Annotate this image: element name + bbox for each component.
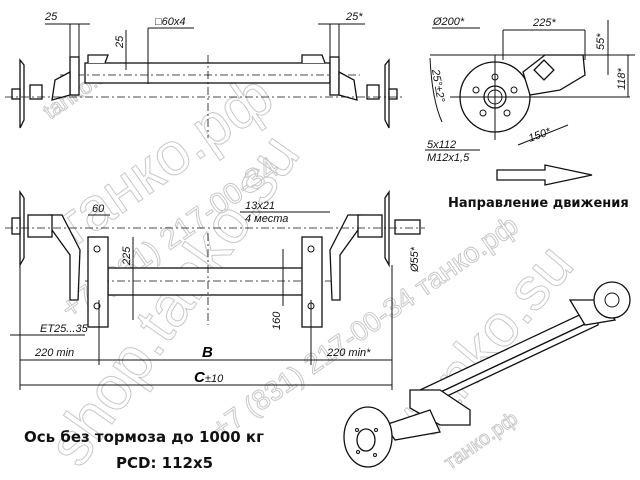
caption-title: Ось без тормоза до 1000 кг	[24, 428, 264, 446]
dim-label: Ø55*	[409, 246, 421, 273]
front-view: 220 min 220 min* B C ±10 ET25...35 60 22…	[5, 189, 425, 390]
dim-b-label: B	[202, 344, 213, 361]
axle-3d-view	[343, 281, 631, 468]
dim-label: 55*	[595, 33, 607, 50]
dim-label: 60	[92, 203, 105, 215]
bolt-thread-label: M12x1,5	[427, 152, 470, 164]
bolt-pattern-label: 5x112	[427, 139, 456, 151]
direction-label: Направление движения	[448, 196, 629, 211]
dim-label: 220 min*	[326, 347, 371, 359]
top-view: 25 25* 25 □60x4	[5, 11, 405, 138]
dim-label: 160	[271, 311, 283, 330]
dim-label: 220 min	[34, 347, 74, 359]
dim-label: 225*	[532, 17, 556, 29]
dim-label: 225	[121, 246, 133, 266]
side-view: 225* Ø200* 55* 118* 25°±2° 150* 5x112 M1…	[425, 16, 635, 186]
dim-label: 25*	[345, 11, 363, 23]
holes-label: 13x21	[245, 200, 275, 212]
caption-pcd: PCD: 112x5	[116, 454, 214, 472]
dim-label: 25	[114, 35, 126, 49]
dim-label: 118*	[616, 67, 628, 90]
et-label: ET25...35	[40, 323, 89, 335]
dim-label: Ø200*	[432, 16, 465, 28]
dim-label: 25	[44, 11, 58, 23]
angle-label: 25°±2°	[429, 67, 447, 103]
dim-c-tolerance: ±10	[205, 373, 224, 385]
dim-label: 150*	[527, 126, 553, 145]
direction-arrow-icon	[496, 164, 593, 186]
profile-label: □60x4	[155, 16, 186, 28]
dim-c-label: C	[194, 369, 206, 386]
holes-count-label: 4 места	[245, 213, 288, 225]
